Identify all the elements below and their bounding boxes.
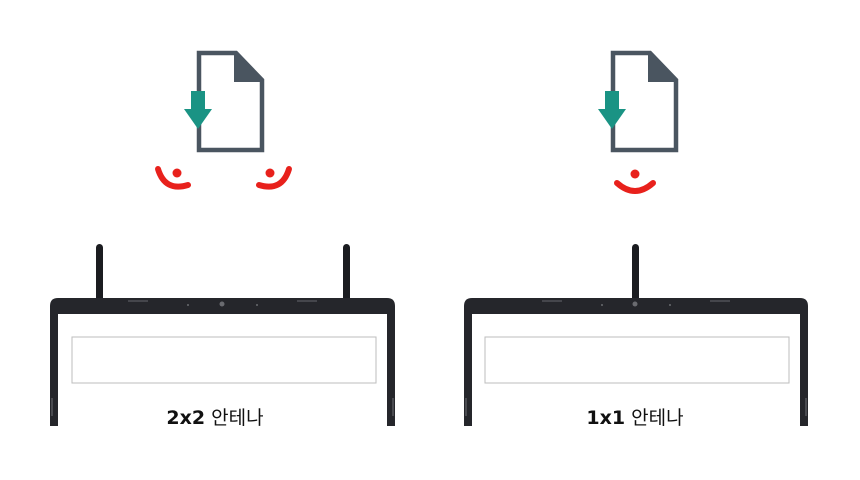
diagram-2x2 (50, 50, 395, 426)
panel-1x1: 1x1 안테나 (430, 0, 860, 480)
diagram-1x1 (464, 50, 808, 426)
file-download-icon (598, 50, 679, 153)
wifi-signal-icon (155, 166, 191, 190)
antenna-label: 안테나 (211, 407, 264, 429)
antenna-label: 안테나 (631, 407, 684, 429)
laptop-icon (50, 298, 395, 426)
laptop-icon (464, 298, 808, 426)
file-download-icon (184, 50, 265, 153)
screen-text-box (484, 336, 790, 384)
antenna-icon (632, 244, 639, 302)
wifi-signal-icon (614, 169, 656, 194)
antenna-icon (343, 244, 350, 302)
antenna-icon (96, 244, 103, 302)
antenna-config: 2x2 (166, 407, 206, 429)
wifi-signal-icon (256, 166, 292, 190)
antenna-config: 1x1 (586, 407, 626, 429)
screen-text-box (71, 336, 377, 384)
panel-caption: 2x2 안테나 (0, 403, 430, 430)
panel-caption: 1x1 안테나 (420, 403, 850, 430)
panel-2x2: 2x2 안테나 (0, 50, 430, 430)
